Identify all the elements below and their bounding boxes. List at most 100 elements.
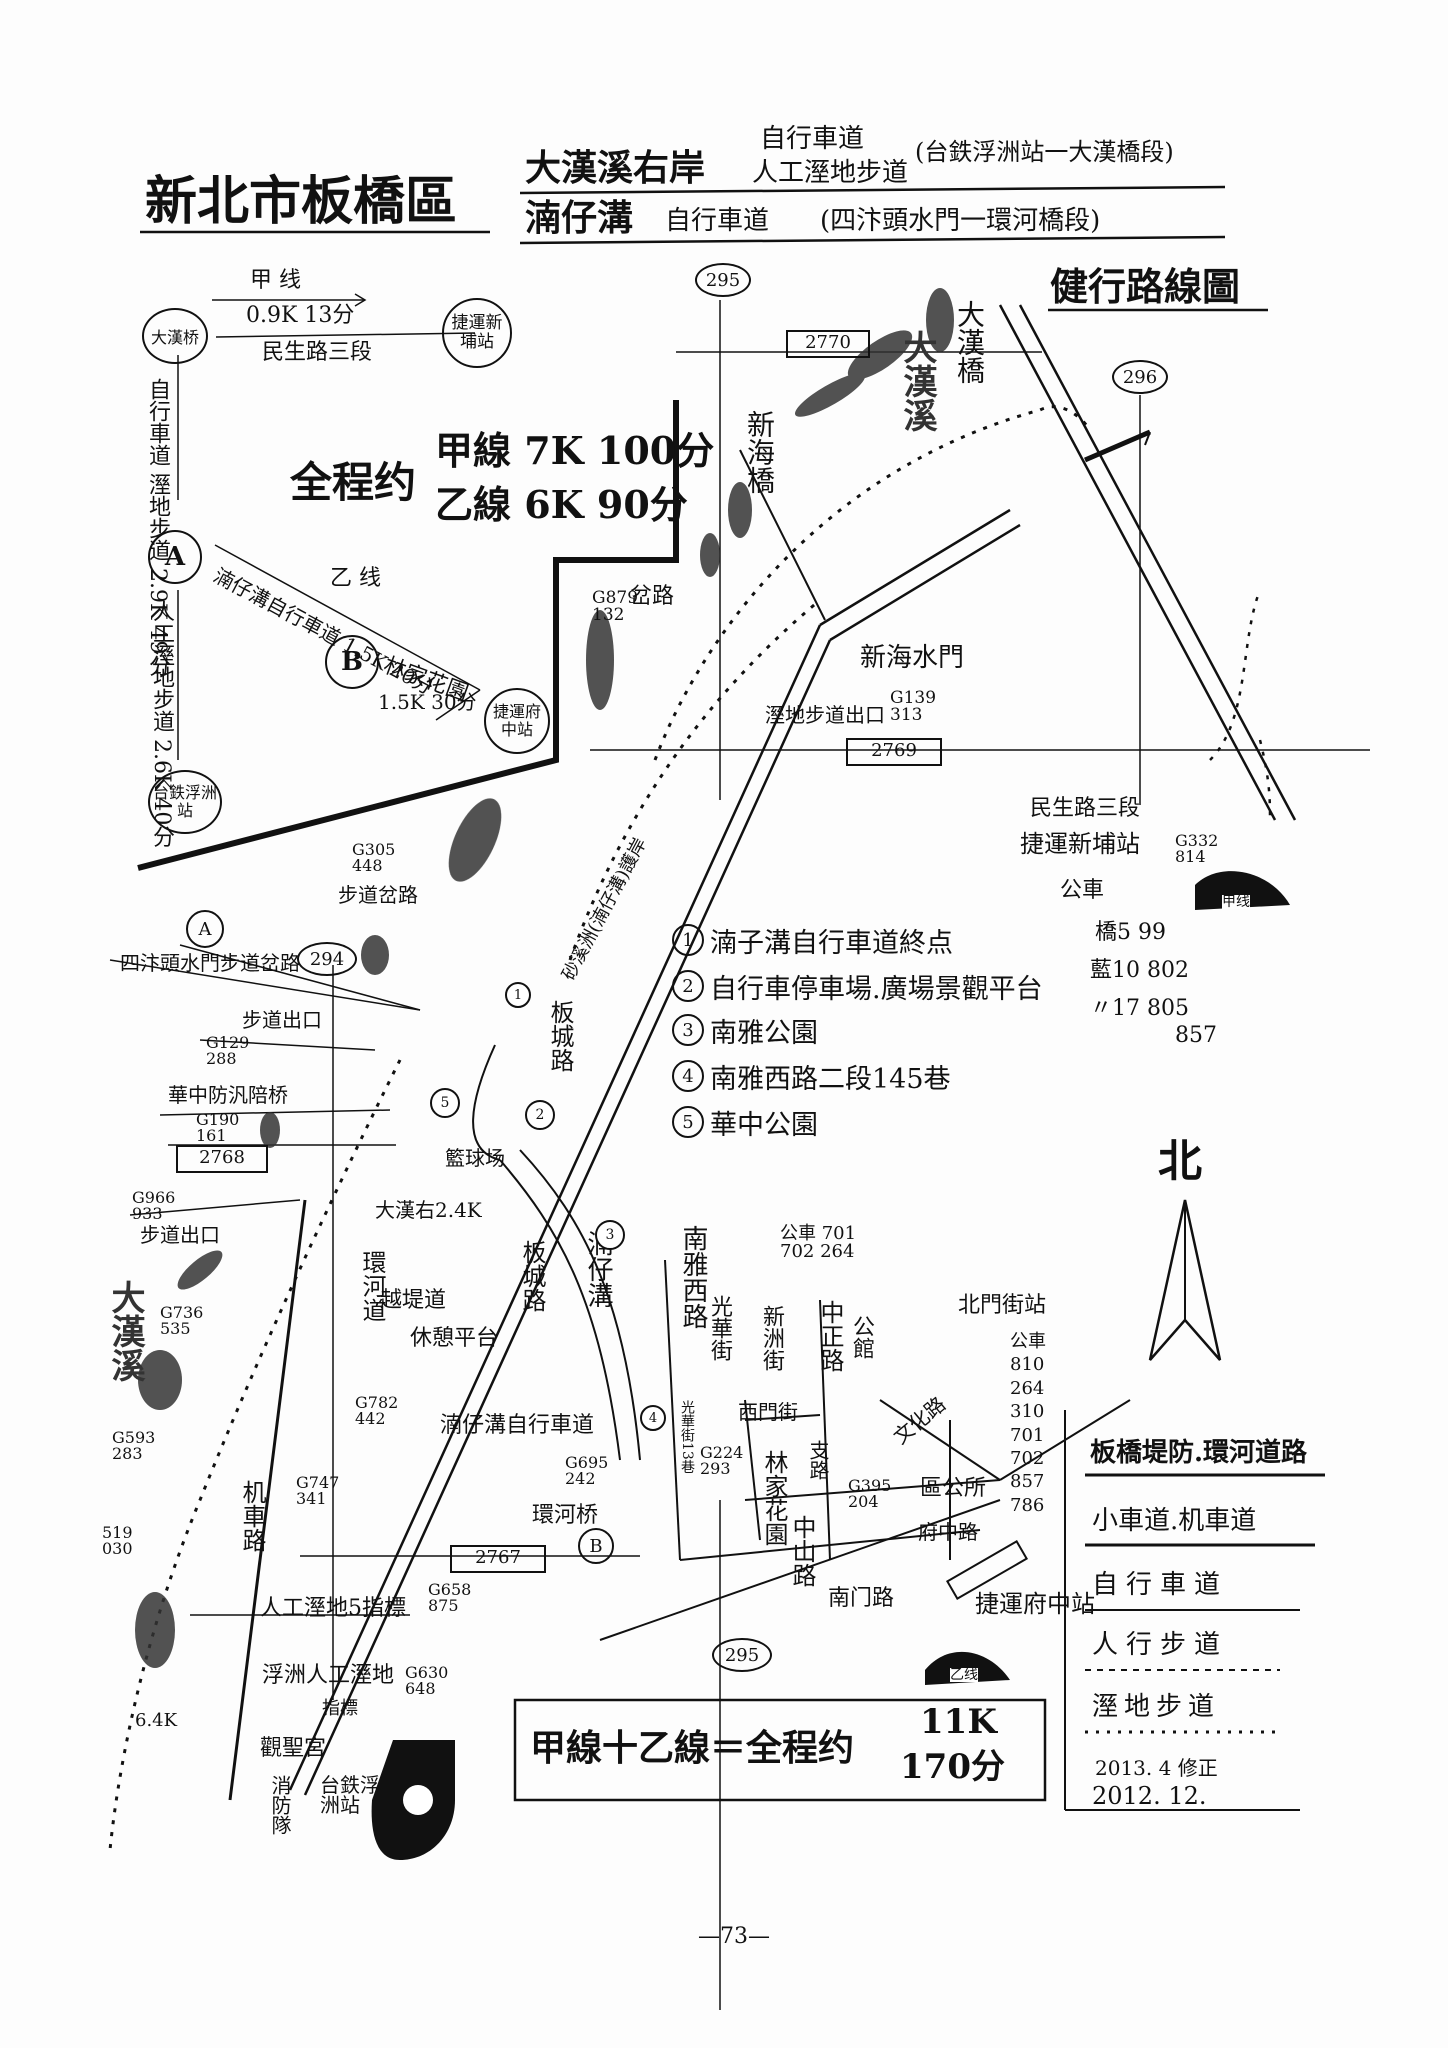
coord-g879: G879 132: [592, 588, 639, 625]
marker-3: 3: [595, 1220, 625, 1250]
road-295-top: 295: [695, 263, 751, 297]
node-fuzhou-station: 台鉄浮洲站: [148, 770, 222, 834]
circle-a: A: [148, 530, 202, 584]
legend-point-text: 湳子溝自行車道終点: [710, 927, 953, 959]
road-2768: 2768: [176, 1145, 268, 1173]
node-mrt-fuzhong: 捷運府中站: [484, 688, 550, 754]
total-distance: 11K: [920, 1702, 997, 1742]
fire-station: 消防隊: [268, 1775, 292, 1835]
cross-dike: 越堤道: [380, 1288, 447, 1313]
circle-b: B: [325, 635, 379, 689]
mrt-xinpu-station: 捷運新埔站: [1020, 830, 1140, 858]
total-time: 170分: [900, 1747, 1005, 1787]
cover-logo: [371, 1740, 455, 1860]
legend-wetland-path: 溼地步道: [1092, 1692, 1221, 1722]
guanghua-street: 光華街: [707, 1295, 732, 1361]
linjia-garden: 林家花園: [760, 1450, 788, 1546]
road-295-bottom: 295: [712, 1638, 772, 1672]
walk-fork: 步道岔路: [338, 883, 418, 907]
legend-point-number: 5: [672, 1106, 704, 1138]
legend-point-number: 2: [672, 970, 704, 1002]
ximen-street: 西門街: [738, 1400, 798, 1424]
coord-g782: G782 442: [355, 1393, 399, 1428]
page-number: —73—: [698, 1924, 770, 1949]
route1-type-b: 人工溼地步道: [752, 158, 909, 188]
dahan-bridge: 大漢橋: [953, 300, 986, 384]
legend-point-text: 南雅西路二段145巷: [710, 1063, 951, 1095]
district-title: 新北市板橋區: [145, 171, 458, 232]
fuzhou-station: 台鉄浮洲站: [320, 1773, 380, 1817]
jia-road: 民生路三段: [262, 340, 373, 365]
coord-g736: G736 535: [160, 1303, 204, 1338]
bus-line-4: 857: [1175, 1023, 1217, 1048]
coord-g695: G695 242: [565, 1453, 609, 1488]
xinhai-bridge: 新海橋: [743, 410, 776, 494]
coord-g139: G139 313: [890, 688, 937, 725]
circle-b-map: B: [578, 1528, 614, 1564]
walk-exit: 步道出口: [242, 1008, 322, 1032]
dahan-river-bottom: 大漢溪: [105, 1280, 145, 1382]
marker-2: 2: [525, 1100, 555, 1130]
district-office: 區公所: [920, 1476, 987, 1501]
rest-platform: 休憩平台: [410, 1326, 499, 1351]
summary-prefix: 全程约: [290, 458, 417, 507]
coord-g593: G593 283: [112, 1428, 156, 1463]
xinhai-gate: 新海水門: [860, 643, 965, 673]
walk-exit-2: 步道出口: [140, 1223, 220, 1247]
marker-4: 4: [640, 1405, 666, 1431]
fork-road: 岔路: [630, 584, 675, 609]
fuzhong-road: 府中路: [918, 1520, 978, 1544]
huazhong-bridge: 華中防汎陪桥: [168, 1083, 288, 1107]
route1-section: (台鉄浮洲站一大漢橋段): [915, 138, 1174, 166]
bus-line-3: 〃17 805: [1090, 996, 1189, 1021]
route2-section: (四汴頭水門一環河橋段): [820, 206, 1101, 236]
minsheng-road: 民生路三段: [1030, 796, 1141, 821]
huanhe-bridge: 環河桥: [532, 1503, 599, 1528]
dahan-river-top: 大漢溪: [897, 330, 937, 432]
segment-wetland: 人工溼地步道 2.6K 40分: [149, 600, 174, 848]
jia-label: 甲 线: [250, 268, 301, 293]
total-label: 甲線十乙線＝全程约: [530, 1727, 855, 1769]
legend-point-text: 華中公園: [710, 1109, 818, 1141]
revision-2013: 2013. 4 修正: [1095, 1756, 1218, 1780]
legend-point-text: 南雅公園: [710, 1017, 818, 1049]
route1-type-a: 自行車道: [760, 124, 865, 154]
branch-road: 支路: [806, 1440, 830, 1480]
coord-g747: G747 341: [296, 1473, 340, 1508]
zhongshan-road: 中山路: [788, 1515, 816, 1587]
bus-line-2: 藍10 802: [1090, 958, 1189, 983]
nanzi-bike-path: 湳仔溝自行車道: [440, 1413, 595, 1438]
route2-name: 湳仔溝: [525, 197, 634, 239]
marker-1: 1: [505, 982, 531, 1008]
huanhe-road: 環河道: [358, 1250, 386, 1322]
road-2769: 2769: [846, 738, 942, 766]
coord-g305: G305 448: [352, 840, 396, 875]
summary-line-a: 甲線 7K 100分: [435, 428, 715, 473]
road-2770: 2770: [786, 330, 870, 358]
node-dahan-bridge: 大漢桥: [142, 308, 208, 364]
coord-519: 519 030: [102, 1523, 133, 1558]
legend-point-number: 4: [672, 1060, 704, 1092]
lane-13: 光華街13巷: [679, 1400, 695, 1474]
marker-5: 5: [430, 1088, 460, 1118]
summary-line-b: 乙線 6K 90分: [435, 482, 688, 527]
banqiao-road-2: 板城路: [518, 1240, 546, 1312]
segment-bike-wetland: 自行車道 溼地步道 2.9K 49分: [145, 378, 170, 677]
legend-point-number: 1: [672, 924, 704, 956]
beimen-bus: 公車 810 264 310 701 702 857 786: [1010, 1331, 1046, 1516]
route2-type: 自行車道: [665, 206, 770, 236]
distance-6-4k: 6.4K: [135, 1710, 178, 1731]
coord-g966: G966 933: [132, 1188, 176, 1223]
zhongzheng-road: 中正路: [816, 1300, 844, 1372]
machine-road: 机車路: [238, 1480, 266, 1552]
sibiantou-gate: 四汴頭水門步道岔路: [120, 951, 300, 975]
yi-line-tag: 乙线: [950, 1667, 978, 1683]
coord-g190: G190 161: [196, 1110, 240, 1145]
dahan-2-4k: 大漢右2.4K: [375, 1198, 482, 1222]
coord-g332: G332 814: [1175, 831, 1219, 866]
